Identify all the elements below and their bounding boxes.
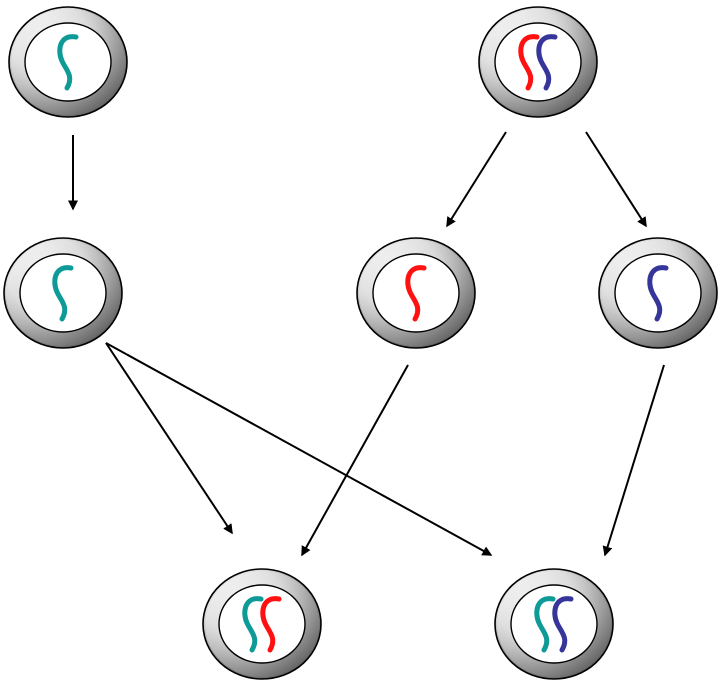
cell-node-middle-left-teal bbox=[3, 237, 123, 349]
chromosome-navy-icon bbox=[536, 34, 558, 91]
cell-node-middle-right-navy bbox=[598, 237, 718, 349]
cell-inner-nucleus bbox=[19, 253, 107, 333]
cell-inner-nucleus bbox=[372, 253, 460, 333]
chromosome-teal-icon bbox=[242, 596, 264, 653]
nodes-layer bbox=[3, 6, 718, 680]
cell-inner-nucleus bbox=[218, 584, 306, 664]
cell-node-bottom-left-teal-red bbox=[202, 568, 322, 680]
chromosome-red-icon bbox=[518, 34, 540, 91]
cell-inner-nucleus bbox=[494, 22, 582, 102]
cell-node-bottom-right-teal-navy bbox=[494, 568, 614, 680]
arrow-middle-right-navy-to-bottom-right-teal-navy bbox=[602, 364, 665, 557]
arrow-middle-center-red-to-bottom-left-teal-red bbox=[301, 364, 409, 557]
chromosome-teal-icon bbox=[52, 265, 74, 322]
arrow-top-right-red-navy-to-middle-center-red bbox=[446, 131, 507, 228]
cell-node-top-right-red-navy bbox=[478, 6, 598, 118]
chromosome-red-icon bbox=[405, 265, 427, 322]
arrow-top-right-red-navy-to-middle-right-navy bbox=[585, 131, 647, 228]
chromosome-red-icon bbox=[260, 596, 282, 653]
cell-inner-nucleus bbox=[510, 584, 598, 664]
chromosome-navy-icon bbox=[552, 596, 574, 653]
chromosome-teal-icon bbox=[534, 596, 556, 653]
cell-node-middle-center-red bbox=[356, 237, 476, 349]
arrow-middle-left-teal-to-bottom-left-teal-red bbox=[105, 342, 233, 535]
cell-inner-nucleus bbox=[614, 253, 702, 333]
chromosome-teal-icon bbox=[57, 34, 79, 91]
arrow-middle-left-teal-to-bottom-right-teal-navy bbox=[105, 342, 493, 556]
chromosome-navy-icon bbox=[647, 265, 669, 322]
cell-inner-nucleus bbox=[24, 22, 112, 102]
edges-layer bbox=[68, 131, 665, 557]
cell-node-top-left-teal bbox=[8, 6, 128, 118]
